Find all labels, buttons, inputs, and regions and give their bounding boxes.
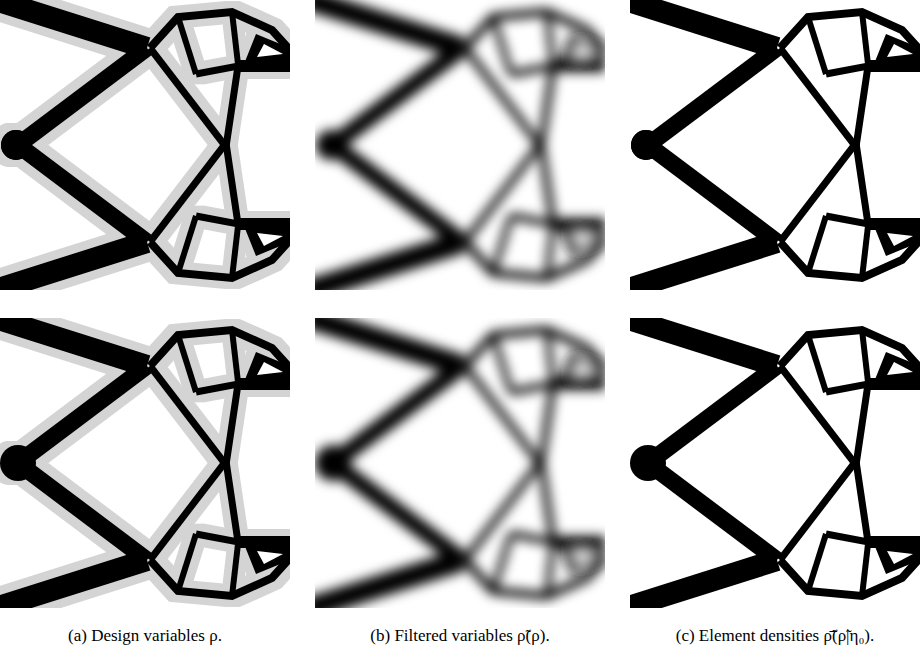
figure-caption: (b) Filtered variables ρ̃(ρ). [370,626,549,646]
panel-a-bottom [0,318,290,608]
panel-c-bottom [630,318,920,608]
figure-caption: (c) Element densities ρ̃̄(ρ̃|η₀). [676,626,875,646]
panel-a-top [0,0,290,290]
panel-b-top [315,0,605,290]
panel-c-top [630,0,920,290]
panel-b-bottom [315,318,605,608]
figure-caption: (a) Design variables ρ. [68,626,222,646]
